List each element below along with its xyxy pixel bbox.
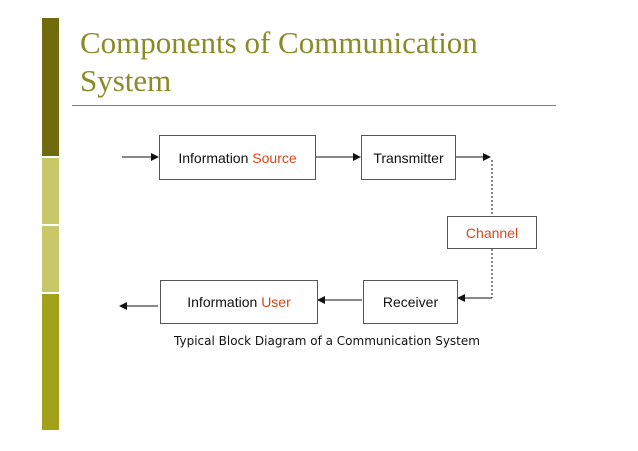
slide-title: Components of Communication System — [80, 25, 478, 98]
channel-block: Channel — [447, 216, 537, 249]
channel-label: Channel — [465, 224, 519, 241]
transmitter-block: Transmitter — [361, 135, 456, 180]
side-bar-dark-top — [42, 18, 59, 156]
diagram-caption: Typical Block Diagram of a Communication… — [174, 334, 480, 348]
information-user-highlight: User — [261, 294, 291, 310]
side-bar-dark-bottom — [42, 294, 59, 430]
information-user-block: Information User — [160, 280, 318, 324]
receiver-block: Receiver — [363, 280, 458, 324]
information-source-highlight: Source — [252, 149, 297, 166]
title-rule — [72, 105, 556, 106]
side-bar-light-1 — [42, 158, 59, 224]
information-source-prefix: Information — [178, 149, 253, 166]
information-user-prefix: Information — [187, 294, 262, 310]
side-bar-light-2 — [42, 226, 59, 292]
transmitter-label: Transmitter — [373, 149, 444, 166]
receiver-label: Receiver — [382, 294, 439, 310]
information-source-block: Information Source — [159, 135, 316, 180]
